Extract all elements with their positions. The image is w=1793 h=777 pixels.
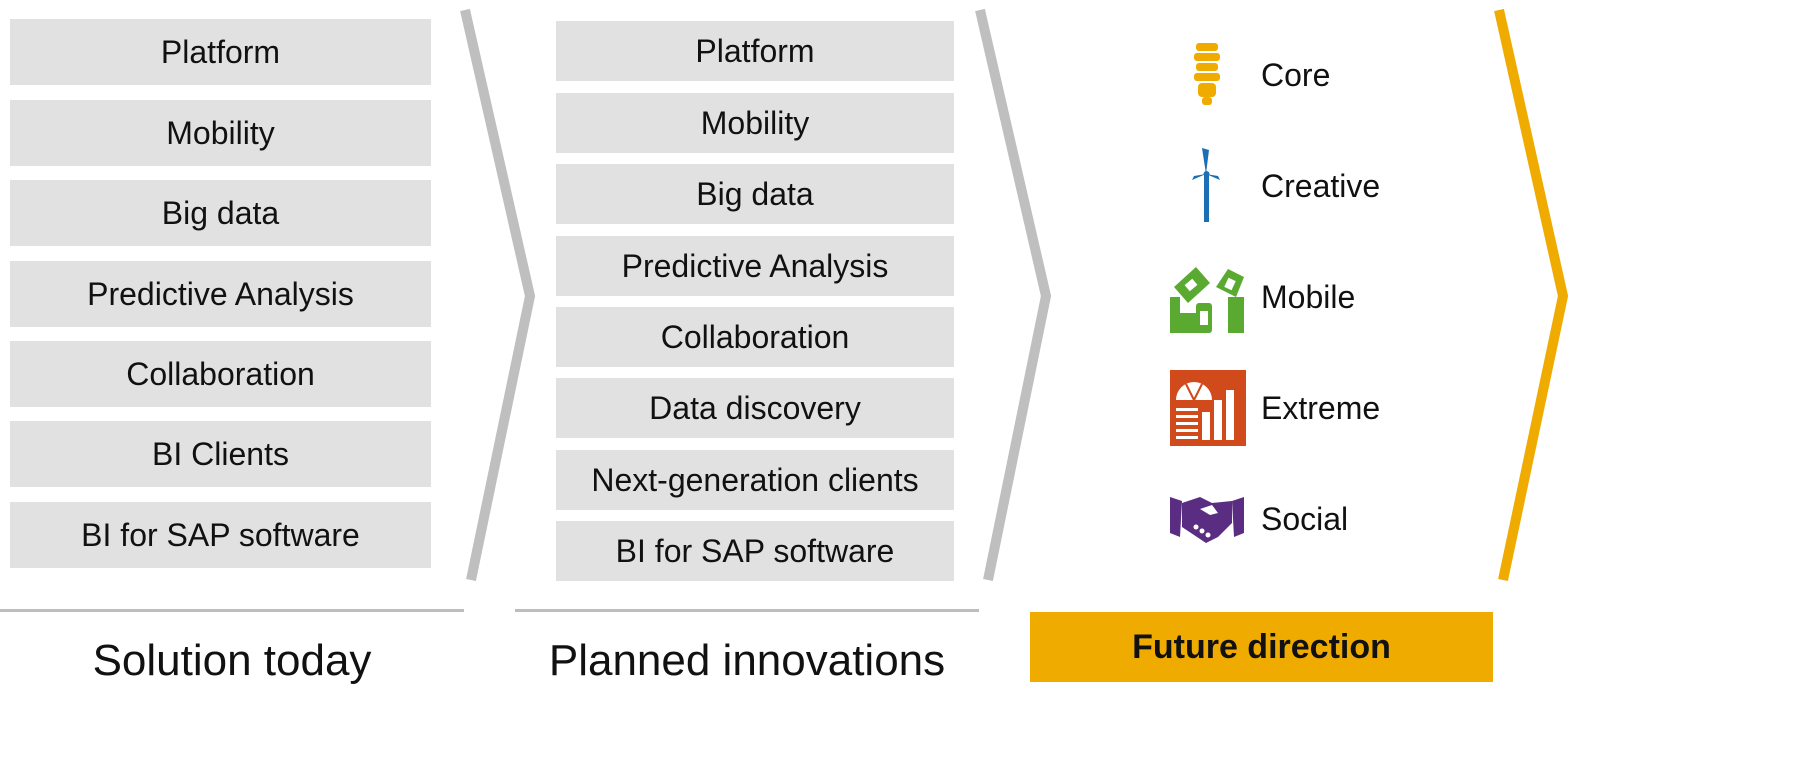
chevron-2: [975, 8, 1052, 582]
direction-label-social: Social: [1261, 500, 1349, 537]
divider-planned-innovations: [515, 609, 979, 612]
future-direction-banner: Future direction: [1030, 612, 1493, 682]
caption-planned-innovations: Planned innovations: [548, 636, 946, 685]
direction-item-social: Social: [1166, 479, 1426, 559]
today-item-collaboration: Collaboration: [10, 341, 431, 407]
planned-item-data-discovery: Data discovery: [556, 378, 954, 438]
chevron-1: [460, 8, 536, 582]
planned-item-bi-for-sap: BI for SAP software: [556, 521, 954, 581]
direction-label-creative: Creative: [1261, 167, 1381, 204]
planned-item-next-gen-clients: Next-generation clients: [556, 450, 954, 510]
planned-item-collaboration: Collaboration: [556, 307, 954, 367]
caption-future-direction: Future direction: [1132, 627, 1391, 666]
caption-solution-today: Solution today: [92, 636, 372, 685]
today-item-big-data: Big data: [10, 180, 431, 246]
direction-label-core: Core: [1261, 56, 1331, 93]
planned-item-big-data: Big data: [556, 164, 954, 224]
today-item-bi-for-sap: BI for SAP software: [10, 502, 431, 568]
lightbulb-icon: [1194, 43, 1220, 105]
direction-item-extreme: Extreme: [1166, 368, 1426, 448]
planned-item-platform: Platform: [556, 21, 954, 81]
analytics-chart-icon: [1170, 370, 1246, 446]
direction-label-extreme: Extreme: [1261, 389, 1381, 426]
today-item-platform: Platform: [10, 19, 431, 85]
divider-solution-today: [0, 609, 464, 612]
today-item-bi-clients: BI Clients: [10, 421, 431, 487]
direction-item-creative: Creative: [1166, 146, 1426, 226]
today-item-predictive-analysis: Predictive Analysis: [10, 261, 431, 327]
direction-item-core: Core: [1166, 35, 1426, 115]
direction-item-mobile: Mobile: [1166, 257, 1426, 337]
chevron-3: [1494, 8, 1569, 582]
mobile-devices-icon: [1170, 267, 1244, 333]
planned-item-mobility: Mobility: [556, 93, 954, 153]
handshake-icon: [1170, 497, 1244, 543]
planned-item-predictive-analysis: Predictive Analysis: [556, 236, 954, 296]
direction-label-mobile: Mobile: [1261, 278, 1356, 315]
wind-turbine-icon: [1192, 148, 1220, 222]
today-item-mobility: Mobility: [10, 100, 431, 166]
